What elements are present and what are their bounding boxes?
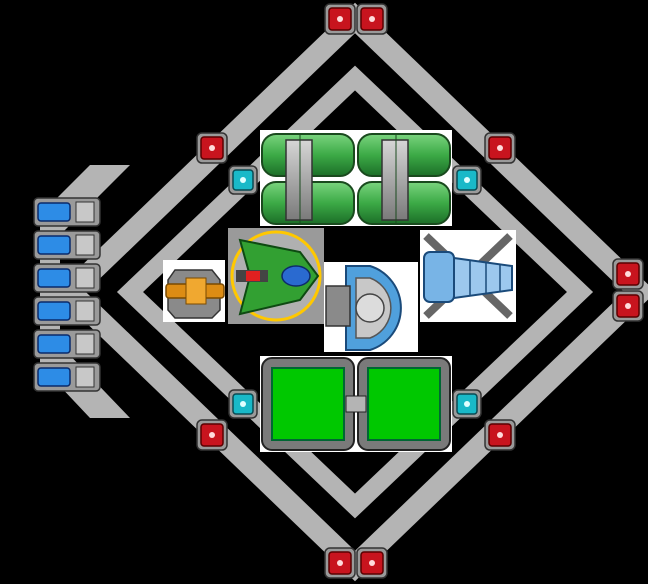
blue-cell-module[interactable] (33, 329, 101, 359)
red-port-module[interactable] (612, 290, 644, 322)
cyan-port-module[interactable] (228, 165, 258, 195)
blue-cell-module[interactable] (33, 230, 101, 260)
red-port-module[interactable] (196, 419, 228, 451)
red-port-module[interactable] (484, 132, 516, 164)
engine-module[interactable] (165, 269, 225, 319)
red-port-module[interactable] (356, 3, 388, 35)
cyan-ports (228, 165, 482, 419)
blue-cell-module[interactable] (33, 362, 101, 392)
green-tank-module[interactable] (261, 133, 451, 225)
cyan-port-module[interactable] (452, 165, 482, 195)
cyan-port-module[interactable] (228, 389, 258, 419)
blue-cell-module[interactable] (33, 263, 101, 293)
cyan-port-module[interactable] (452, 389, 482, 419)
red-port-module[interactable] (324, 3, 356, 35)
green-panel-module[interactable] (261, 357, 451, 451)
blue-cell-module[interactable] (33, 197, 101, 227)
red-port-module[interactable] (484, 419, 516, 451)
red-port-module[interactable] (196, 132, 228, 164)
dome-module[interactable] (325, 265, 402, 351)
red-port-module[interactable] (324, 547, 356, 579)
red-port-module[interactable] (356, 547, 388, 579)
drill-module[interactable] (423, 233, 513, 319)
red-port-module[interactable] (612, 258, 644, 290)
blue-cell-module[interactable] (33, 296, 101, 326)
blue-cells (33, 197, 101, 392)
core-ship-module[interactable] (230, 230, 322, 322)
red-ports (196, 3, 644, 579)
